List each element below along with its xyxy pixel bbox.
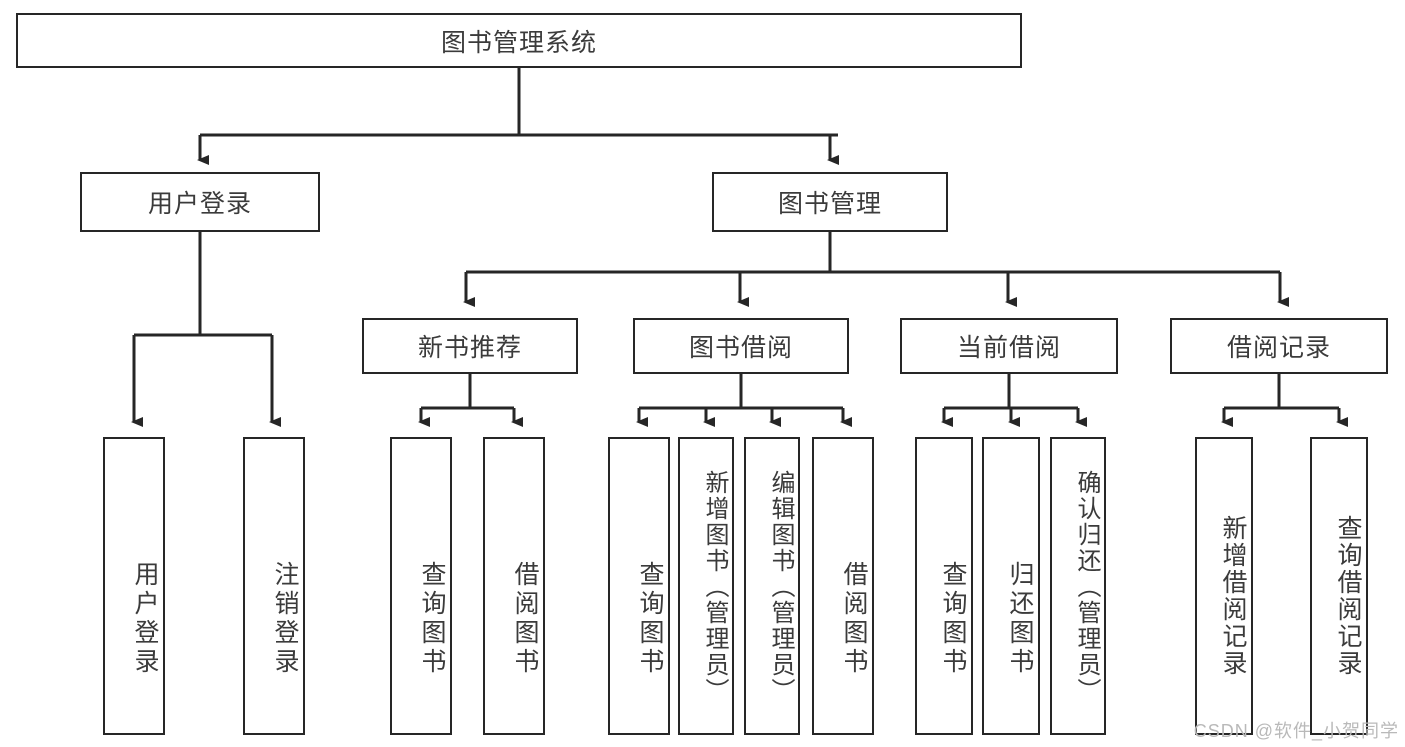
node-new-book-recommend-label: 新书推荐: [417, 334, 522, 362]
leaf-borrow-book-label: 借阅图书: [840, 561, 868, 677]
leaf-borrow-book[interactable]: 借阅图书: [812, 437, 874, 735]
leaf-query-book-current[interactable]: 查询图书: [915, 437, 973, 735]
leaf-logout-label: 注销登录: [271, 561, 299, 677]
node-current-borrow[interactable]: 当前借阅: [900, 318, 1118, 374]
node-book-management-label: 图书管理: [777, 190, 882, 218]
leaf-query-book-borrow[interactable]: 查询图书: [608, 437, 670, 735]
leaf-add-borrow-record[interactable]: 新增借阅记录: [1195, 437, 1253, 735]
leaf-return-book-label: 归还图书: [1006, 561, 1034, 677]
node-book-borrow-label: 图书借阅: [688, 334, 793, 362]
node-new-book-recommend[interactable]: 新书推荐: [362, 318, 578, 374]
node-user-login[interactable]: 用户登录: [80, 172, 320, 232]
node-current-borrow-label: 当前借阅: [956, 334, 1061, 362]
leaf-confirm-return-admin-label: 确认归还（管理员）: [1073, 470, 1100, 704]
leaf-borrow-book-recommend-label: 借阅图书: [511, 561, 539, 677]
leaf-add-borrow-record-label: 新增借阅记录: [1219, 515, 1247, 677]
node-book-borrow[interactable]: 图书借阅: [633, 318, 849, 374]
csdn-watermark: CSDN @软件_小贺同学: [1193, 721, 1399, 741]
node-root-label: 图书管理系统: [440, 28, 597, 57]
leaf-user-login[interactable]: 用户登录: [103, 437, 165, 735]
leaf-edit-book-admin-label: 编辑图书（管理员）: [767, 470, 794, 704]
node-borrow-record[interactable]: 借阅记录: [1170, 318, 1388, 374]
leaf-query-borrow-record[interactable]: 查询借阅记录: [1310, 437, 1368, 735]
leaf-user-login-label: 用户登录: [131, 561, 159, 677]
leaf-query-book-recommend[interactable]: 查询图书: [390, 437, 452, 735]
node-book-management[interactable]: 图书管理: [712, 172, 948, 232]
node-user-login-label: 用户登录: [147, 190, 252, 218]
node-borrow-record-label: 借阅记录: [1226, 334, 1331, 362]
leaf-edit-book-admin[interactable]: 编辑图书（管理员）: [744, 437, 800, 735]
leaf-query-book-borrow-label: 查询图书: [636, 561, 664, 677]
leaf-query-book-current-label: 查询图书: [939, 561, 967, 677]
leaf-confirm-return-admin[interactable]: 确认归还（管理员）: [1050, 437, 1106, 735]
leaf-query-borrow-record-label: 查询借阅记录: [1334, 515, 1362, 677]
node-root[interactable]: 图书管理系统: [16, 13, 1022, 68]
leaf-add-book-admin[interactable]: 新增图书（管理员）: [678, 437, 734, 735]
leaf-borrow-book-recommend[interactable]: 借阅图书: [483, 437, 545, 735]
leaf-return-book[interactable]: 归还图书: [982, 437, 1040, 735]
leaf-add-book-admin-label: 新增图书（管理员）: [701, 470, 728, 704]
leaf-query-book-recommend-label: 查询图书: [418, 561, 446, 677]
leaf-logout[interactable]: 注销登录: [243, 437, 305, 735]
